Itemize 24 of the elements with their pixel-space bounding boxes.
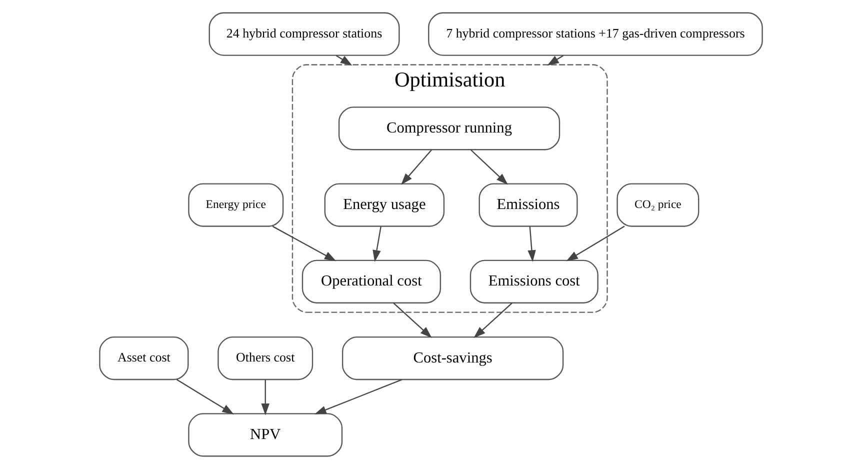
arrow: [400, 149, 432, 185]
arrow: [335, 54, 352, 66]
node-box: Cost-savings: [342, 336, 564, 380]
node-box: 7 hybrid compressor stations +17 gas-driven compressors: [428, 12, 762, 56]
node-box: CO₂ price: [616, 183, 699, 227]
arrow: [546, 54, 564, 66]
arrow: [470, 149, 508, 185]
node-box: Energy price: [188, 183, 284, 227]
node-box: Operational cost: [301, 260, 441, 304]
node-box: Compressor running: [338, 106, 560, 150]
arrow: [176, 379, 234, 415]
arrow: [372, 226, 381, 262]
node-box: Others cost: [217, 336, 313, 380]
arrow: [272, 226, 336, 262]
node-box: Emissions: [478, 183, 578, 227]
node-box: Emissions cost: [469, 260, 598, 304]
node-box: 24 hybrid compressor stations: [208, 12, 400, 56]
arrow: [527, 226, 536, 262]
node-box: NPV: [188, 413, 342, 457]
arrow: [314, 379, 402, 414]
node-box: Energy usage: [324, 183, 444, 227]
arrow: [260, 380, 269, 416]
node-box: Asset cost: [98, 336, 188, 380]
arrow: [566, 226, 624, 262]
